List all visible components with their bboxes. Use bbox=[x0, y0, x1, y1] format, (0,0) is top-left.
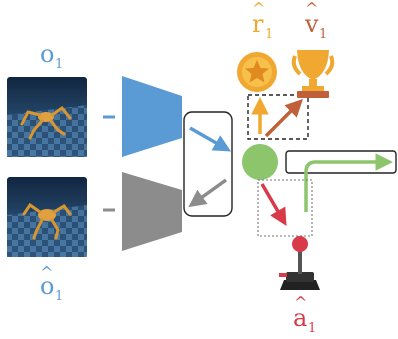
reward-label: ^ r 1 bbox=[252, 0, 273, 42]
latent-state-node bbox=[242, 144, 278, 180]
value-label-base: v bbox=[304, 10, 319, 38]
reconstruction-label-sub: 1 bbox=[55, 289, 63, 304]
observation-label-sub: 1 bbox=[55, 57, 63, 72]
projection-box bbox=[183, 111, 233, 217]
observation-label-base: o bbox=[40, 40, 54, 68]
reconstruction-label-base: o bbox=[40, 272, 54, 300]
reward-coin-icon bbox=[237, 52, 277, 92]
action-label: ^ a 1 bbox=[293, 293, 316, 336]
decoder-trapezoid bbox=[122, 172, 182, 251]
action-label-sub: 1 bbox=[308, 321, 316, 336]
ant-robot-icon bbox=[20, 105, 72, 140]
observation-image bbox=[7, 77, 87, 157]
reconstruction-label-hat: ^ bbox=[40, 263, 53, 282]
reward-label-sub: 1 bbox=[265, 27, 273, 42]
reconstruction-label: ^ o 1 bbox=[40, 263, 63, 304]
value-arrow bbox=[264, 99, 303, 138]
observation-label: o 1 bbox=[40, 40, 63, 72]
dynamics-box bbox=[285, 150, 397, 174]
reconstruction-image bbox=[7, 177, 87, 257]
prediction-heads-box bbox=[247, 94, 309, 140]
encoder-trapezoid bbox=[122, 76, 182, 157]
decode-arrow bbox=[188, 178, 228, 208]
encode-arrow bbox=[189, 126, 232, 152]
action-head-box bbox=[257, 179, 313, 237]
action-arrow bbox=[260, 183, 287, 227]
value-label: ^ v 1 bbox=[304, 0, 327, 42]
reward-label-hat: ^ bbox=[252, 0, 265, 18]
value-label-hat: ^ bbox=[305, 0, 318, 18]
value-trophy-icon bbox=[291, 50, 335, 98]
action-label-base: a bbox=[293, 304, 307, 332]
reward-label-base: r bbox=[252, 10, 264, 38]
action-label-hat: ^ bbox=[294, 293, 307, 312]
dynamics-arrow bbox=[304, 153, 393, 212]
joystick-icon bbox=[279, 236, 320, 290]
ant-robot-icon bbox=[22, 202, 72, 240]
value-label-sub: 1 bbox=[319, 27, 327, 42]
